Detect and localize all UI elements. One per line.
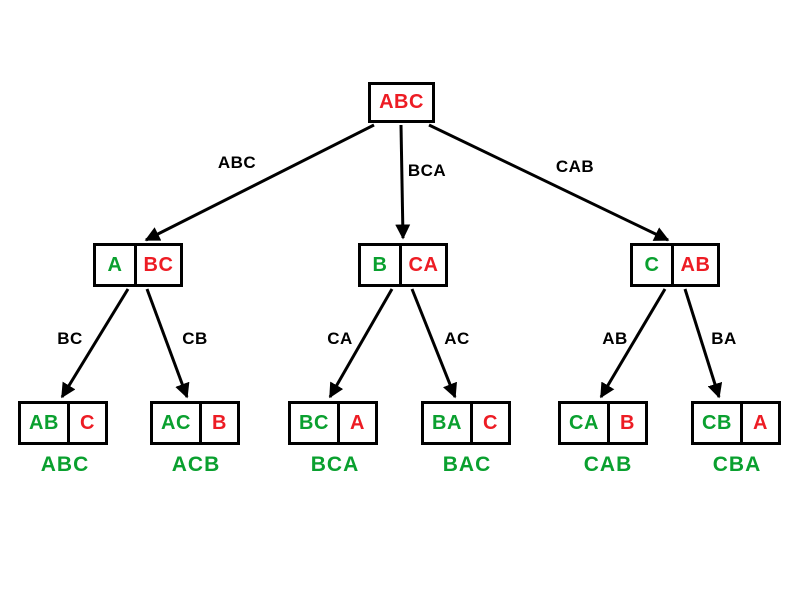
remaining-part: B <box>607 404 645 442</box>
remaining-part: AB <box>671 246 717 284</box>
level1-node-a: A BC <box>93 243 183 287</box>
result-label-abc: ABC <box>40 453 90 476</box>
edge-label-bc: BC <box>57 329 83 348</box>
leaf-node-bac: BA C <box>421 401 511 445</box>
remaining-part: A <box>740 404 778 442</box>
edge-label-cb: CB <box>182 329 208 348</box>
edge-label-abc: ABC <box>217 153 257 172</box>
arrow-a-to-abc <box>60 288 130 399</box>
fixed-part: CA <box>569 411 599 434</box>
fixed-part: BA <box>432 411 462 434</box>
edge-label-ca: CA <box>327 329 353 348</box>
fixed-part: CB <box>702 411 732 434</box>
arrow-a-to-acb <box>145 288 190 399</box>
arrow-root-to-node-a <box>144 123 375 242</box>
leaf-node-abc: AB C <box>18 401 108 445</box>
arrow-root-to-node-b <box>395 124 411 240</box>
level1-node-c: C AB <box>630 243 720 287</box>
edge-label-ab: AB <box>602 329 628 348</box>
remaining-part: C <box>470 404 508 442</box>
remaining-part: C <box>67 404 105 442</box>
fixed-part: C <box>644 253 660 276</box>
root-node: ABC <box>368 82 435 123</box>
edge-label-ac: AC <box>444 329 470 348</box>
fixed-part: A <box>107 253 123 276</box>
result-label-acb: ACB <box>171 453 221 476</box>
root-node-label: ABC <box>379 91 424 113</box>
result-label-cab: CAB <box>583 453 633 476</box>
fixed-part: AB <box>29 411 59 434</box>
result-label-bac: BAC <box>442 453 492 476</box>
level1-node-b: B CA <box>358 243 448 287</box>
result-label-cba: CBA <box>712 453 762 476</box>
arrow-c-to-cab <box>599 288 667 399</box>
edge-label-bca: BCA <box>407 161 447 180</box>
edge-label-cab: CAB <box>555 157 595 176</box>
remaining-part: BC <box>134 246 180 284</box>
leaf-node-cba: CB A <box>691 401 781 445</box>
remaining-part: A <box>337 404 375 442</box>
leaf-node-acb: AC B <box>150 401 240 445</box>
fixed-part: BC <box>299 411 329 434</box>
fixed-part: AC <box>161 411 191 434</box>
remaining-part: CA <box>399 246 445 284</box>
arrow-root-to-node-c <box>428 123 670 242</box>
fixed-part: B <box>372 253 388 276</box>
arrow-c-to-cba <box>683 288 723 399</box>
result-label-bca: BCA <box>310 453 360 476</box>
arrow-b-to-bca <box>328 288 394 399</box>
edge-label-ba: BA <box>711 329 737 348</box>
arrow-b-to-bac <box>410 288 457 399</box>
leaf-node-cab: CA B <box>558 401 648 445</box>
leaf-node-bca: BC A <box>288 401 378 445</box>
remaining-part: B <box>199 404 237 442</box>
